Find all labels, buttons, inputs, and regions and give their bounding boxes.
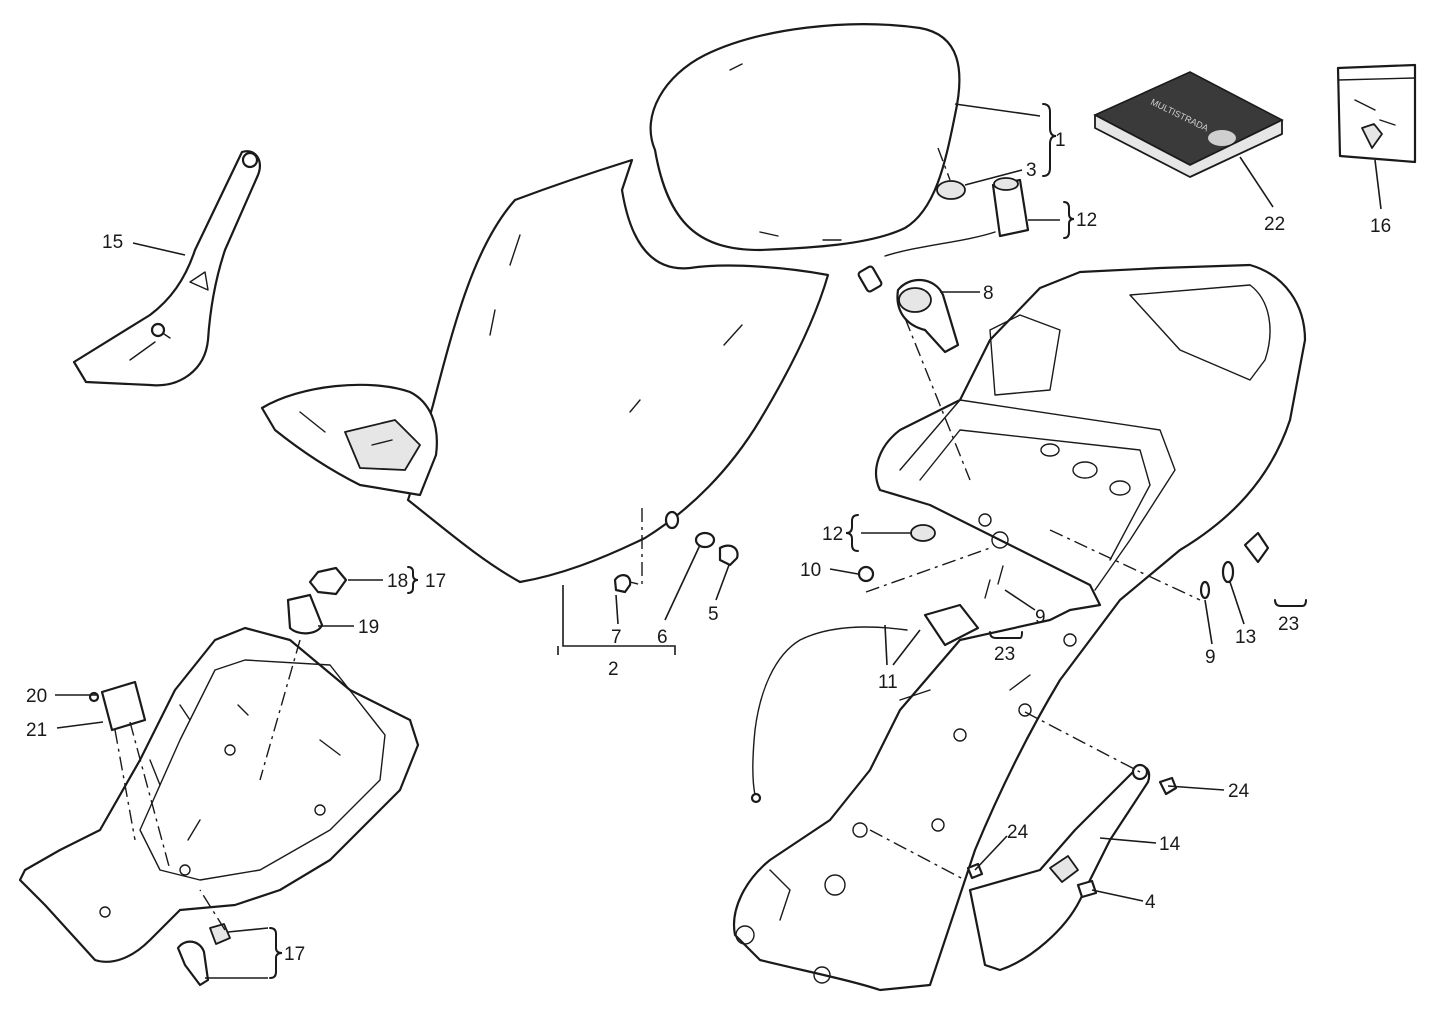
callout-6: 6 <box>657 627 668 648</box>
callout-8: 8 <box>983 283 994 304</box>
callout-12-top: 12 <box>1076 210 1097 231</box>
key-lock <box>176 923 231 987</box>
power-socket <box>857 177 1030 354</box>
callout-17-top: 17 <box>425 571 446 592</box>
callout-4: 4 <box>1145 892 1156 913</box>
callout-22: 22 <box>1264 214 1285 235</box>
callout-15: 15 <box>102 232 123 253</box>
grab-handle <box>72 150 261 387</box>
callout-9-left: 9 <box>1035 607 1046 628</box>
mudguard-plate <box>88 680 147 732</box>
callout-1: 1 <box>1055 130 1066 151</box>
owners-manual: MULTISTRADA <box>1093 71 1284 178</box>
rider-seat <box>649 23 961 252</box>
callout-21: 21 <box>26 720 47 741</box>
callout-20: 20 <box>26 686 47 707</box>
callout-2: 2 <box>608 659 619 680</box>
callout-19: 19 <box>358 617 379 638</box>
callout-7: 7 <box>611 627 622 648</box>
rear-undertray <box>18 626 420 963</box>
callout-11: 11 <box>878 672 898 693</box>
callout-18: 18 <box>387 571 408 592</box>
callout-labels: 1 2 3 4 5 6 7 8 9 9 10 11 12 12 13 14 15… <box>26 130 1391 965</box>
seat-tray <box>260 383 438 497</box>
callout-23-right: 23 <box>1278 614 1299 635</box>
rear-subframe <box>732 263 1307 992</box>
callout-24-right: 24 <box>1228 781 1250 802</box>
document-pouch <box>1336 63 1417 164</box>
callout-17-bottom: 17 <box>284 944 305 965</box>
small-hardware <box>613 510 1270 899</box>
callout-9-right: 9 <box>1205 647 1216 668</box>
callout-13: 13 <box>1235 627 1256 648</box>
passenger-seat <box>406 158 830 584</box>
assembly-lines <box>114 147 1201 931</box>
seat-bumper <box>936 180 966 200</box>
callout-12-mid: 12 <box>822 524 843 545</box>
callout-3: 3 <box>1026 160 1037 181</box>
side-cover <box>968 763 1151 972</box>
callout-5: 5 <box>708 604 719 625</box>
callout-10: 10 <box>800 560 821 581</box>
callout-24-left: 24 <box>1007 822 1029 843</box>
callout-23-left: 23 <box>994 644 1015 665</box>
callout-16: 16 <box>1370 216 1391 237</box>
nut-bracket <box>286 566 348 635</box>
leader-lines <box>55 103 1382 979</box>
callout-14: 14 <box>1159 834 1181 855</box>
